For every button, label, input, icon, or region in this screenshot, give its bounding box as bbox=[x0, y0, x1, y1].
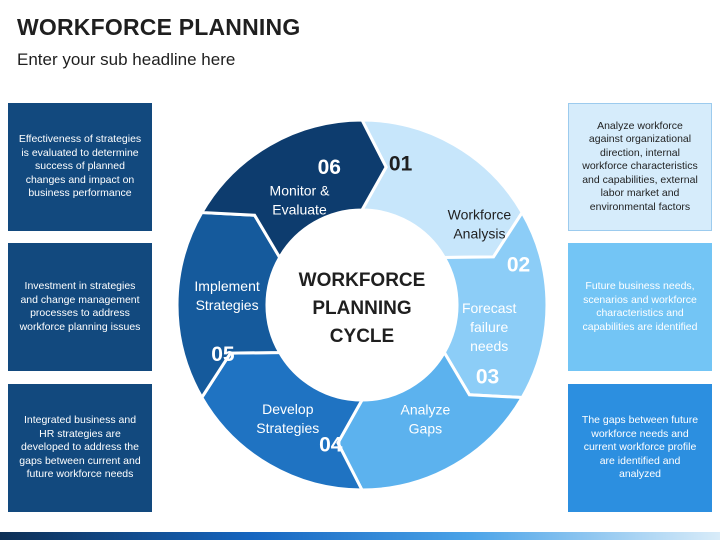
step-label-01: Workforce bbox=[448, 206, 512, 222]
step-label-05: Implement bbox=[194, 278, 259, 294]
step-label-02: needs bbox=[470, 338, 508, 354]
right-box-gaps: The gaps between future workforce needs … bbox=[568, 384, 712, 512]
left-box-text: Investment in strategies and change mana… bbox=[19, 280, 141, 333]
step-number-05: 05 bbox=[211, 343, 235, 366]
step-number-04: 04 bbox=[319, 434, 343, 457]
left-box-text: Effectiveness of strategies is evaluated… bbox=[18, 133, 142, 200]
left-box-text: Integrated business and HR strategies ar… bbox=[19, 414, 141, 481]
right-box-forecast: Future business needs, scenarios and wor… bbox=[568, 243, 712, 371]
step-label-06: Evaluate bbox=[272, 201, 327, 217]
step-label-01: Analysis bbox=[453, 225, 505, 241]
page-title: WORKFORCE PLANNING bbox=[17, 14, 301, 40]
cycle-center-circle bbox=[274, 217, 450, 393]
center-title-line1: WORKFORCE bbox=[299, 270, 426, 291]
center-title-line3: CYCLE bbox=[330, 326, 394, 347]
left-box-monitor: Effectiveness of strategies is evaluated… bbox=[8, 103, 152, 231]
right-box-analysis: Analyze workforce against organizational… bbox=[568, 103, 712, 231]
step-number-01: 01 bbox=[389, 152, 413, 175]
step-label-04: Strategies bbox=[256, 420, 319, 436]
cycle-segments bbox=[175, 118, 549, 492]
left-box-develop: Integrated business and HR strategies ar… bbox=[8, 384, 152, 512]
step-label-05: Strategies bbox=[196, 297, 259, 313]
step-number-03: 03 bbox=[476, 365, 499, 388]
bottom-accent-bar bbox=[0, 532, 720, 540]
step-label-03: Analyze bbox=[400, 402, 450, 418]
right-box-text: Future business needs, scenarios and wor… bbox=[582, 280, 698, 333]
step-label-02: failure bbox=[470, 319, 508, 335]
step-label-02: Forecast bbox=[462, 300, 517, 316]
step-number-06: 06 bbox=[318, 156, 341, 179]
page-subtitle: Enter your sub headline here bbox=[17, 50, 236, 69]
step-label-03: Gaps bbox=[409, 421, 442, 437]
right-box-text: Analyze workforce against organizational… bbox=[582, 119, 698, 213]
center-title-line2: PLANNING bbox=[312, 298, 411, 319]
step-label-06: Monitor & bbox=[270, 182, 331, 198]
cycle-segment-06 bbox=[199, 118, 388, 261]
right-box-text: The gaps between future workforce needs … bbox=[581, 414, 699, 481]
left-box-implement: Investment in strategies and change mana… bbox=[8, 243, 152, 371]
step-label-04: Develop bbox=[262, 401, 314, 417]
step-number-02: 02 bbox=[507, 254, 530, 277]
